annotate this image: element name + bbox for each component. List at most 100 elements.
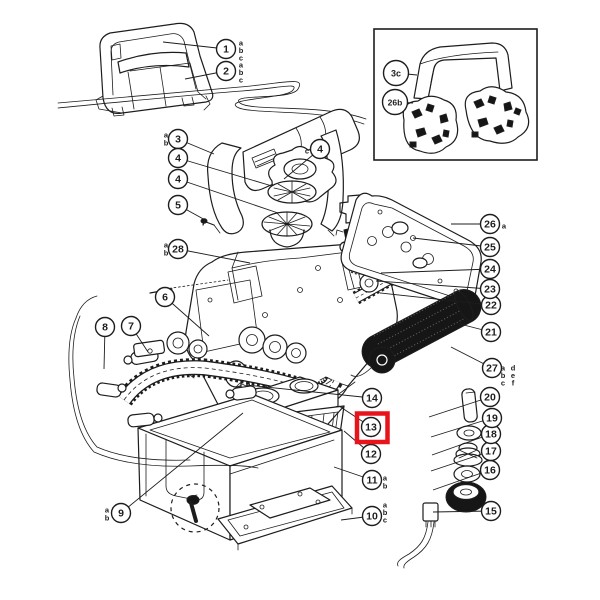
callout-4: 4: [167, 147, 273, 187]
callout-2-letter-b: b: [239, 68, 244, 77]
svg-text:4: 4: [175, 153, 181, 165]
callout-3: 3ab: [164, 128, 215, 155]
callout-27-letter-d: d: [511, 364, 516, 373]
svg-text:7: 7: [128, 321, 134, 333]
svg-text:10: 10: [366, 511, 378, 523]
callout-26: 26 a: [451, 213, 507, 235]
svg-text:16: 16: [484, 465, 496, 477]
callout-9-letter-a: a: [105, 506, 110, 515]
svg-text:4: 4: [175, 174, 181, 186]
svg-text:21: 21: [485, 327, 497, 339]
callout-17: 17: [430, 440, 502, 472]
callout-27-letter-a: a: [501, 364, 506, 373]
callout-10-letter-a: a: [383, 501, 388, 510]
callout-26b: 26b: [381, 88, 414, 116]
callout-15: 15: [432, 500, 502, 522]
callout-4-letter-c: c: [305, 147, 309, 156]
svg-text:13: 13: [365, 422, 377, 434]
callout-28-letter-b: b: [164, 249, 169, 258]
svg-text:25: 25: [484, 242, 496, 254]
svg-text:18: 18: [485, 429, 497, 441]
svg-text:4: 4: [317, 144, 323, 156]
svg-text:8: 8: [102, 322, 108, 334]
callout-23: 23: [375, 278, 501, 300]
callout-1: 1 abc: [162, 39, 244, 63]
callout-8: 8: [94, 316, 116, 370]
svg-text:3: 3: [175, 134, 181, 146]
callout-14: 14: [245, 384, 383, 409]
callout-1-letter-a: a: [239, 39, 244, 48]
callout-5: 5: [167, 194, 208, 222]
callout-3c: 3c: [382, 59, 418, 87]
brush-roller-part: [350, 289, 482, 377]
svg-text:15: 15: [485, 506, 497, 518]
callout-20: 20: [428, 386, 501, 418]
bottom-plate-part: [217, 485, 353, 551]
callout-1-letter-c: c: [239, 54, 243, 63]
power-cord: [57, 81, 367, 125]
svg-text:3c: 3c: [391, 69, 401, 79]
callout-9-letter-b: b: [105, 514, 110, 523]
svg-text:1: 1: [223, 44, 229, 56]
svg-text:11: 11: [366, 475, 377, 487]
impeller-cover-part: [261, 145, 337, 248]
diagram-line-art: [57, 22, 538, 569]
callout-10-letter-b: b: [383, 508, 388, 517]
svg-text:20: 20: [484, 392, 496, 404]
callout-21: 21: [455, 321, 502, 343]
callout-10-letter-c: c: [383, 516, 387, 525]
svg-text:26: 26: [484, 219, 496, 231]
callout-24: 24: [380, 258, 501, 280]
svg-text:19: 19: [486, 413, 498, 425]
float-handle-part: [95, 22, 214, 117]
callout-27-letter-b: b: [501, 371, 506, 380]
svg-text:27: 27: [486, 363, 498, 375]
svg-text:22: 22: [485, 300, 497, 312]
screw-part-5: [200, 218, 215, 226]
inset-camo-part-left: [402, 95, 459, 154]
callout-27-letter-f: f: [512, 379, 515, 388]
svg-text:17: 17: [485, 446, 497, 458]
callout-3-letter-b: b: [164, 139, 169, 148]
svg-text:28: 28: [172, 244, 184, 256]
svg-text:5: 5: [175, 200, 181, 212]
callout-11-letter-a: a: [383, 474, 388, 483]
callout-10: 10 abc: [340, 501, 388, 527]
highlight-box-part-13: [354, 411, 390, 445]
callout-7: 7: [120, 315, 149, 353]
callout-4: 4: [167, 168, 279, 214]
callout-26-letter-a: a: [502, 222, 507, 231]
svg-text:14: 14: [366, 393, 378, 405]
callout-11-letter-b: b: [383, 482, 388, 491]
callout-4: 4c: [283, 138, 331, 180]
svg-text:23: 23: [484, 284, 496, 296]
svg-text:6: 6: [162, 292, 168, 304]
callout-28-letter-a: a: [164, 241, 169, 250]
callout-25: 25: [412, 236, 501, 258]
svg-text:2: 2: [223, 66, 229, 78]
callout-27-letter-e: e: [511, 371, 515, 380]
callout-22: 22: [379, 292, 502, 316]
inset-camo-part-right: [464, 86, 530, 144]
svg-text:26b: 26b: [388, 98, 403, 108]
callout-1-letter-b: b: [239, 46, 244, 55]
volute-spokes: [273, 180, 311, 204]
callout-9: 9ab: [105, 412, 244, 524]
callout-3-letter-a: a: [164, 131, 169, 140]
callout-13: 13: [338, 405, 382, 438]
callout-11: 11 ab: [333, 466, 388, 491]
callout-27-letter-c: c: [501, 379, 505, 388]
callout-2-letter-c: c: [239, 76, 243, 85]
inset-handle-part: [413, 42, 513, 100]
callout-18: 18: [431, 423, 502, 456]
callout-6: 6: [154, 286, 210, 337]
svg-text:24: 24: [484, 264, 496, 276]
float-cable-part: [68, 295, 259, 469]
seal-bearing-parts: [166, 326, 307, 364]
screw-detail-inset: [170, 483, 220, 533]
